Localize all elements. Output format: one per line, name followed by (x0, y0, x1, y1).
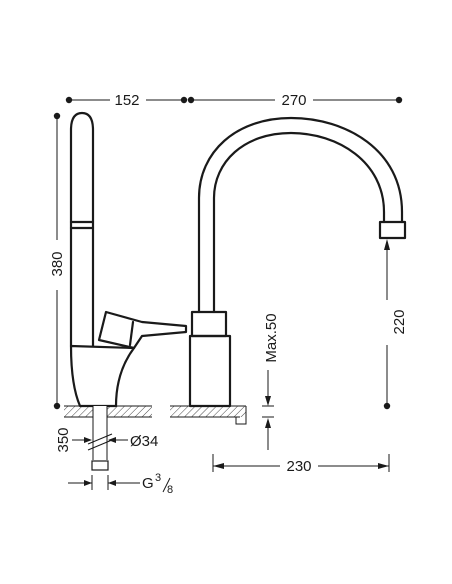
deck-front (170, 405, 247, 425)
dimension-label-total-height: 380 (49, 251, 66, 276)
deck-side (64, 405, 152, 418)
dimension-spout-reach: 270 (187, 92, 403, 109)
dimension-spout-height: 220 (383, 239, 408, 410)
dimension-label-connection-numerator: 3 (155, 472, 161, 484)
dimension-label-connection-prefix: G (142, 475, 154, 492)
dimension-label-spout-height: 220 (391, 309, 408, 334)
dimension-deck-thickness: Max.50 (262, 313, 280, 450)
faucet-front-view (188, 116, 407, 408)
dimension-base-depth: 230 (212, 454, 390, 475)
dimension-label-base-diameter: Ø34 (130, 433, 158, 450)
dimension-label-deck-thickness: Max.50 (263, 313, 280, 362)
dimension-total-height: 380 (49, 112, 66, 410)
dimension-side-width: 152 (65, 92, 188, 109)
faucet-side-view (69, 111, 188, 408)
dimension-shank-length: 350 (55, 427, 128, 453)
dimension-label-base-depth: 230 (286, 458, 311, 475)
shank-side (87, 406, 113, 471)
dimension-label-spout-reach: 270 (281, 92, 306, 109)
dimension-connection: G 3 8 (68, 472, 173, 496)
dimension-label-side-width: 152 (114, 92, 139, 109)
dimension-label-connection-denominator: 8 (167, 484, 173, 496)
dimension-label-shank-length: 350 (55, 427, 72, 452)
